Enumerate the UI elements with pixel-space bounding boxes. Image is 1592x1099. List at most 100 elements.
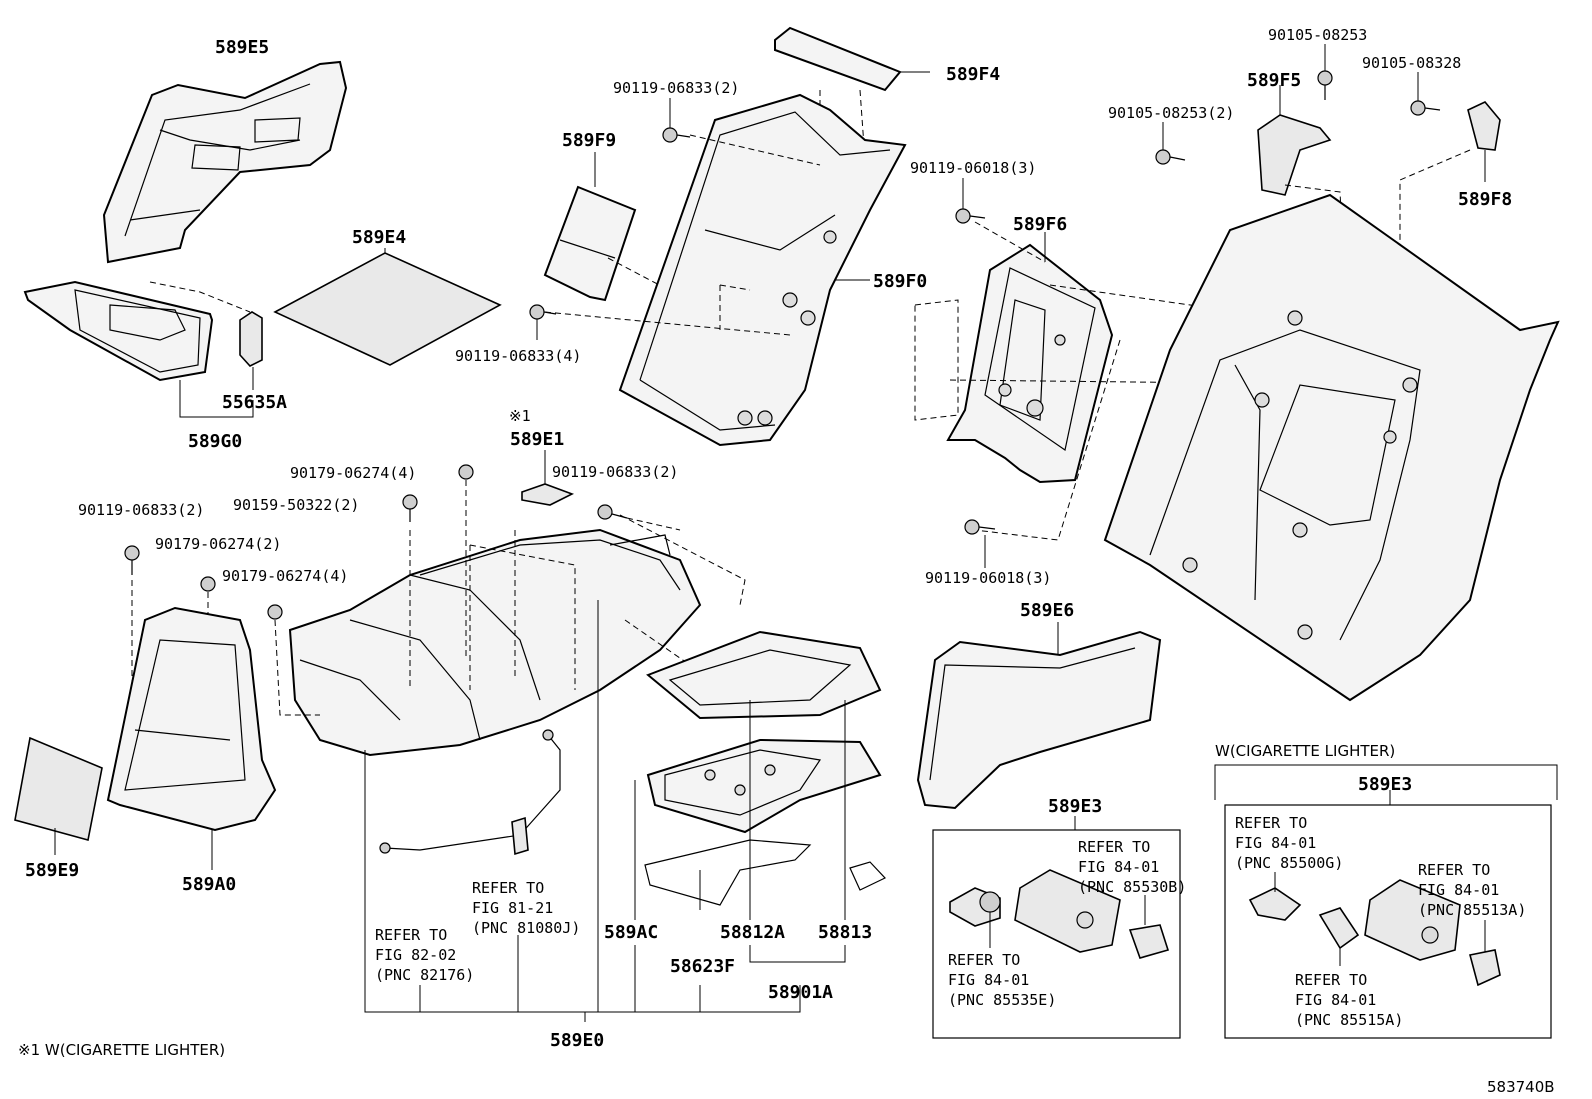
label-fastener-90119-06833-2-mid: 90119-06833(2) [552, 463, 678, 481]
part-589E1[interactable] [521, 483, 575, 506]
part-55635A[interactable] [239, 311, 263, 367]
fastener-90179-06274-2[interactable] [200, 576, 216, 592]
part-589E4[interactable] [273, 252, 502, 366]
part-589G0[interactable] [23, 280, 214, 382]
wire-harness-82176[interactable] [379, 729, 561, 854]
ref-85535E[interactable]: REFER TO FIG 84-01 (PNC 85535E) [948, 951, 1056, 1009]
fastener-90119-06018-3-top[interactable] [955, 208, 986, 224]
label-fastener-90119-06833-2-left: 90119-06833(2) [78, 501, 204, 519]
ref-85515A-line2: FIG 84-01 [1295, 991, 1376, 1009]
ref-81-21-line1: REFER TO [472, 879, 544, 897]
label-fastener-90179-06274-4-left: 90179-06274(4) [222, 567, 348, 585]
label-589F6: 589F6 [1013, 214, 1067, 235]
fastener-90105-08328[interactable] [1410, 100, 1441, 116]
diagram-code: 583740B [1487, 1078, 1555, 1096]
label-fastener-90179-06274-2: 90179-06274(2) [155, 535, 281, 553]
ref-81-21-line3: (PNC 81080J) [472, 919, 580, 937]
ref-85515A-line1: REFER TO [1295, 971, 1367, 989]
label-55635A: 55635A [222, 392, 287, 413]
part-589F5[interactable] [1257, 114, 1332, 196]
label-fastener-90105-08253: 90105-08253 [1268, 26, 1367, 44]
part-589AC[interactable] [644, 839, 812, 906]
label-589F9: 589F9 [562, 130, 616, 151]
label-fastener-90105-08253-2: 90105-08253(2) [1108, 104, 1234, 122]
part-589F8[interactable] [1467, 101, 1501, 151]
fastener-90119-06833-2-mid[interactable] [597, 504, 628, 520]
label-58901A: 58901A [768, 982, 833, 1003]
part-589A0[interactable] [106, 606, 277, 832]
ref-82-02-line3: (PNC 82176) [375, 966, 474, 984]
fastener-90105-08253[interactable] [1317, 70, 1333, 100]
fastener-90119-06833-2-top[interactable] [662, 127, 691, 143]
ref-82-02[interactable]: REFER TO FIG 82-02 (PNC 82176) [375, 926, 474, 984]
part-58812A[interactable] [646, 630, 882, 720]
fastener-90119-06018-3-bot[interactable] [964, 519, 996, 535]
label-fastener-90179-06274-4-top: 90179-06274(4) [290, 464, 416, 482]
label-589G0: 589G0 [188, 431, 242, 452]
ref-85513A-line2: FIG 84-01 [1418, 881, 1499, 899]
ref-85513A[interactable]: REFER TO FIG 84-01 (PNC 85513A) [1418, 861, 1526, 919]
ref-85515A-line3: (PNC 85515A) [1295, 1011, 1403, 1029]
ref-85513A-line1: REFER TO [1418, 861, 1490, 879]
part-589E5[interactable] [102, 60, 348, 264]
label-589AC: 589AC [604, 922, 658, 943]
fastener-labels: 90119-06833(2) 90119-06833(4) 90119-0601… [78, 26, 1461, 587]
part-589F4[interactable] [774, 26, 902, 92]
fastener-90119-06833-4[interactable] [529, 304, 557, 320]
label-fastener-90119-06833-2-top: 90119-06833(2) [613, 79, 739, 97]
part-589F9[interactable] [543, 185, 637, 302]
ref-81-21[interactable]: REFER TO FIG 81-21 (PNC 81080J) [472, 879, 580, 937]
connector-81080J[interactable] [511, 816, 529, 856]
part-58813[interactable] [646, 738, 882, 834]
label-fastener-90119-06018-3-top: 90119-06018(3) [910, 159, 1036, 177]
ref-85530B-line3: (PNC 85530B) [1078, 878, 1186, 896]
part-589F0[interactable] [618, 93, 907, 447]
ref-85500G[interactable]: REFER TO FIG 84-01 (PNC 85500G) [1235, 814, 1343, 872]
ref-85513A-line3: (PNC 85513A) [1418, 901, 1526, 919]
label-589E0: 589E0 [550, 1030, 604, 1051]
label-589F5: 589F5 [1247, 70, 1301, 91]
label-fastener-90119-06018-3-bot: 90119-06018(3) [925, 569, 1051, 587]
ref-85500G-line1: REFER TO [1235, 814, 1307, 832]
box-589E3-left [932, 816, 1181, 1039]
part-589E0[interactable] [288, 528, 702, 757]
label-589A0: 589A0 [182, 874, 236, 895]
label-589E4: 589E4 [352, 227, 406, 248]
part-labels: 589E5 589E4 55635A 589G0 589F9 589F4 589… [25, 37, 1512, 1051]
fastener-90119-06833-2-left[interactable] [124, 545, 140, 575]
ref-85500G-line2: FIG 84-01 [1235, 834, 1316, 852]
fastener-90159-50322-2[interactable] [402, 494, 418, 522]
ref-85530B-line2: FIG 84-01 [1078, 858, 1159, 876]
label-58623F: 58623F [670, 956, 735, 977]
label-589E1-note: ※1 [509, 407, 531, 425]
body-panel[interactable] [1103, 193, 1560, 702]
ref-85530B-line1: REFER TO [1078, 838, 1150, 856]
fastener-90179-06274-4-left[interactable] [267, 604, 283, 620]
label-58813: 58813 [818, 922, 872, 943]
fastener-90105-08253-2[interactable] [1155, 149, 1186, 165]
part-589E9[interactable] [14, 736, 103, 841]
part-589E6[interactable] [916, 630, 1162, 810]
fastener-90179-06274-4-top[interactable] [458, 464, 474, 480]
label-589E3-right: 589E3 [1358, 774, 1412, 795]
ref-81-21-line2: FIG 81-21 [472, 899, 553, 917]
box-589E3-right [1214, 764, 1558, 1039]
footnote: ※1 W(CIGARETTE LIGHTER) [18, 1041, 225, 1059]
cig-lighter-header: W(CIGARETTE LIGHTER) [1215, 742, 1395, 760]
ref-85535E-line3: (PNC 85535E) [948, 991, 1056, 1009]
ref-85535E-line2: FIG 84-01 [948, 971, 1029, 989]
ref-85535E-line1: REFER TO [948, 951, 1020, 969]
label-58812A: 58812A [720, 922, 785, 943]
label-589E6: 589E6 [1020, 600, 1074, 621]
label-fastener-90105-08328: 90105-08328 [1362, 54, 1461, 72]
ref-85515A[interactable]: REFER TO FIG 84-01 (PNC 85515A) [1295, 971, 1403, 1029]
label-589E3-left: 589E3 [1048, 796, 1102, 817]
label-589E5: 589E5 [215, 37, 269, 58]
label-589E9: 589E9 [25, 860, 79, 881]
ref-82-02-line2: FIG 82-02 [375, 946, 456, 964]
ref-85500G-line3: (PNC 85500G) [1235, 854, 1343, 872]
part-58623F[interactable] [849, 861, 886, 891]
ref-85530B[interactable]: REFER TO FIG 84-01 (PNC 85530B) [1078, 838, 1186, 896]
part-589F6[interactable] [946, 243, 1114, 484]
